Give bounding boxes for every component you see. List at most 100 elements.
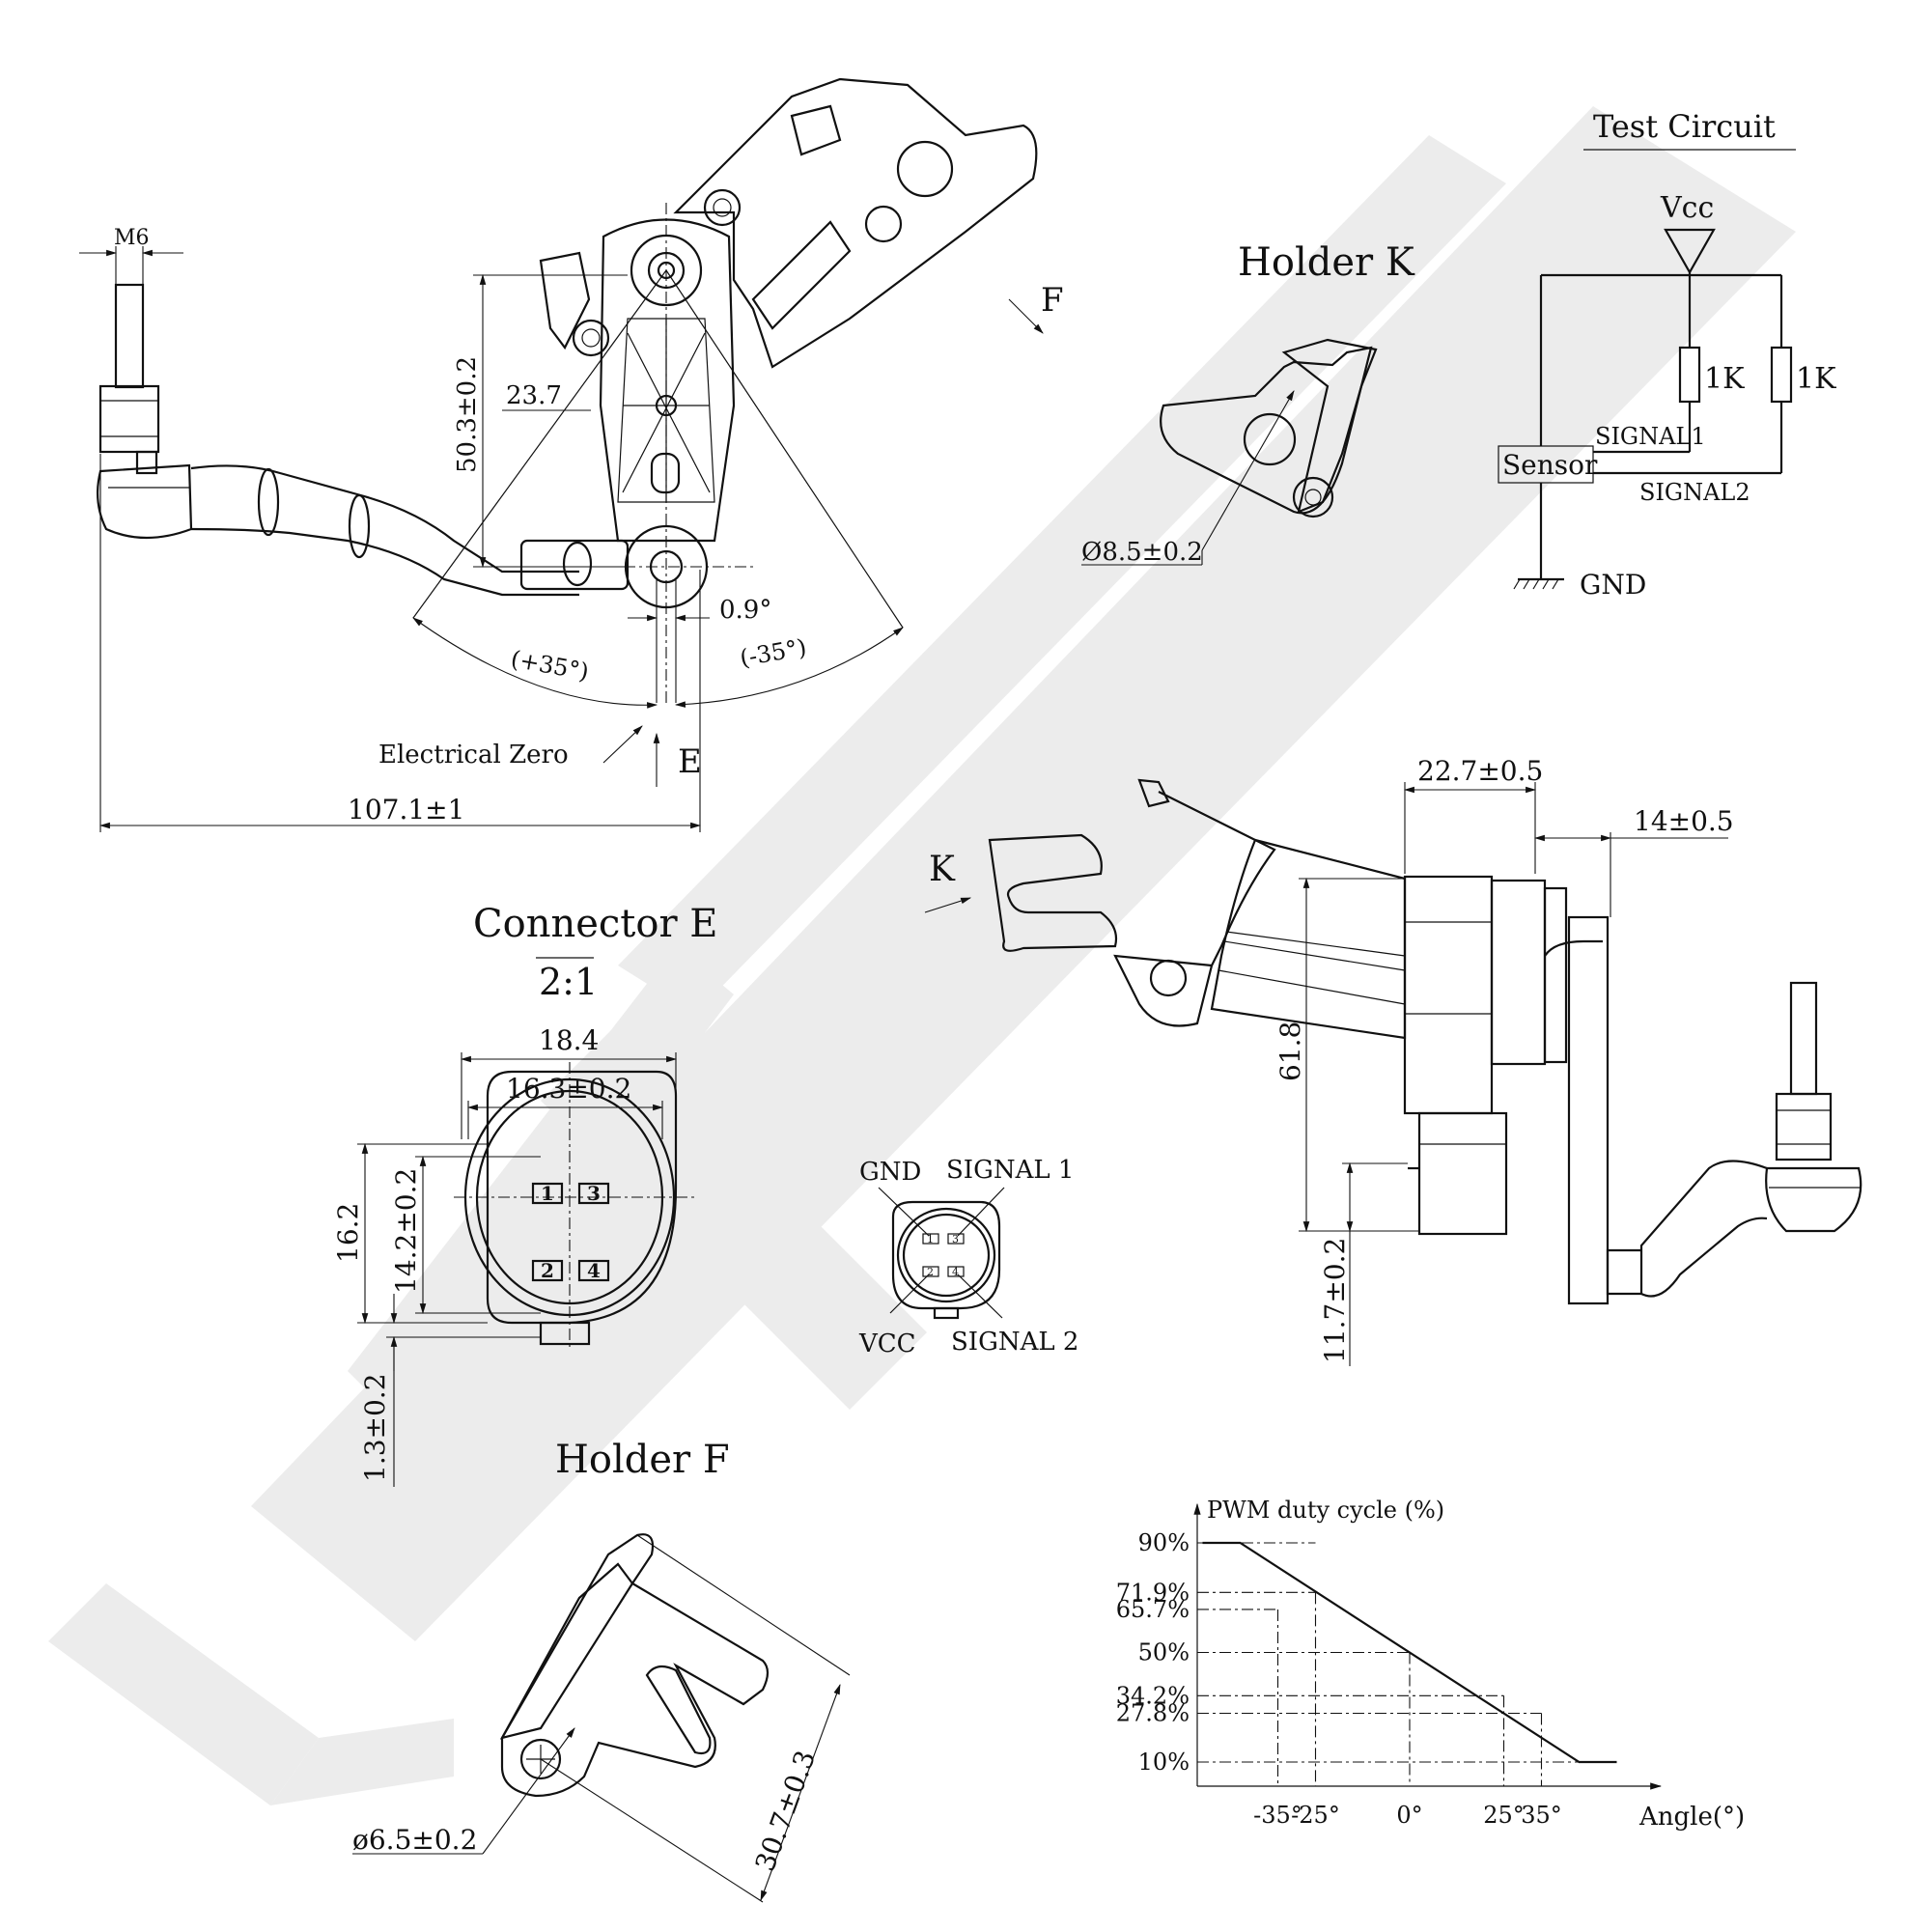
connector-outline [486, 1070, 678, 1325]
vcc-symbol [1664, 228, 1716, 275]
side-base-label: 11.7±0.2 [1319, 1238, 1351, 1363]
connector-e-title: Connector E [473, 902, 717, 946]
chart-x-tick: 25° [1483, 1802, 1525, 1829]
side-holder-plate [1567, 915, 1610, 1305]
pin-2-label: 2 [541, 1259, 554, 1282]
offset-angle-label: 0.9° [719, 596, 771, 625]
test-circuit-title: Test Circuit [1593, 108, 1776, 145]
pin-4-label: 4 [587, 1259, 601, 1282]
pwm-chart: PWM duty cycle (%) Angle(°) 90% 71.9%65.7… [1116, 1497, 1745, 1832]
pinout-signal1-label: SIGNAL 1 [946, 1156, 1074, 1185]
view-f-label: F [1041, 281, 1064, 320]
resistor-2 [1770, 346, 1793, 404]
holder-k-outline [1160, 346, 1373, 515]
holder-k-view: Holder K Ø8.5±0.2 [1081, 240, 1415, 567]
pinout-view: GND SIGNAL 1 1 3 2 4 VCC SIGNAL 2 [858, 1156, 1078, 1358]
signal2-label: SIGNAL2 [1639, 479, 1750, 506]
electrical-zero-label: Electrical Zero [378, 741, 569, 770]
side-width-label: 22.7±0.5 [1417, 755, 1543, 787]
holder-f-outline [500, 1533, 770, 1798]
chart-y-tick: 50% [1138, 1639, 1190, 1666]
ball-joint [96, 463, 193, 540]
resistor-1 [1678, 346, 1701, 404]
holder-f-length-label: 30.7±0.3 [749, 1747, 823, 1876]
holder-k-hole-label: Ø8.5±0.2 [1081, 538, 1203, 567]
side-height-label: 61.8 [1274, 1021, 1306, 1081]
connector-offset: 1.3±0.2 [359, 1373, 391, 1482]
sensor-box [1498, 445, 1594, 484]
chart-x-tick: 35° [1521, 1802, 1562, 1829]
connector-outer-width: 18.4 [539, 1024, 599, 1056]
signal1-label: SIGNAL1 [1595, 423, 1706, 450]
holder-f-title: Holder F [555, 1438, 730, 1482]
chart-y-tick: 90% [1138, 1529, 1190, 1556]
link-rod-bottom [190, 527, 579, 597]
side-sensor-block [1403, 875, 1494, 1115]
holder-bracket [673, 77, 1038, 369]
chart-x-tick: -35° [1253, 1802, 1302, 1829]
side-view: K 22.7±0.5 [924, 755, 1862, 1366]
hex-nut [98, 384, 160, 454]
view-e-label: E [678, 742, 702, 781]
pinout-gnd-label: GND [859, 1158, 921, 1187]
chart-y-tick: 65.7% [1116, 1596, 1190, 1623]
screw-right [703, 188, 742, 227]
chart-y-tick: 10% [1138, 1749, 1190, 1776]
chart-y-tick: 71.9% [1116, 1579, 1190, 1606]
bracket-hole [896, 140, 954, 198]
pinout-signal2-label: SIGNAL 2 [951, 1328, 1078, 1357]
pinout-vcc-label: VCC [858, 1329, 916, 1358]
holder-k-hole [1243, 412, 1297, 466]
connector-inner-height: 14.2±0.2 [390, 1168, 422, 1294]
sensor-arm [519, 539, 630, 591]
side-nut [1775, 1092, 1833, 1161]
side-body-diag [1210, 838, 1407, 1040]
chart-y-tick: 34.2% [1116, 1682, 1190, 1709]
connector-e-view: Connector E 2:1 1 3 2 4 18.4 16.3±0.2 [332, 902, 717, 1487]
connector-outer-height: 16.2 [332, 1203, 364, 1263]
screw-left [572, 319, 610, 357]
pinout-pin-2: 2 [927, 1266, 934, 1278]
side-stud [1789, 981, 1818, 1096]
test-circuit: Test Circuit Vcc 1K 1K SIGNAL1 SIGNAL2 S… [1498, 108, 1836, 601]
pinout-pin-1: 1 [927, 1233, 934, 1245]
pinout-pin-3: 3 [952, 1233, 959, 1245]
vcc-label: Vcc [1660, 191, 1714, 225]
holder-tab [539, 251, 591, 350]
main-view: 50.3±0.2 23.7 (+35°) (-35°) 0.9° Electri… [79, 77, 1064, 832]
length-dim-label: 107.1±1 [348, 794, 464, 826]
connector-inner-width: 16.3±0.2 [506, 1073, 631, 1105]
pinout-pin-4: 4 [952, 1266, 959, 1278]
height-dim-label: 50.3±0.2 [453, 356, 482, 473]
angle-neg-label: (-35°) [738, 633, 808, 672]
holder-k-title: Holder K [1238, 240, 1415, 285]
chart-ylabel: PWM duty cycle (%) [1207, 1497, 1444, 1524]
arm-dim-label: 23.7 [506, 381, 562, 410]
chart-x-tick: -25° [1291, 1802, 1340, 1829]
chart-y-tick: 27.8% [1116, 1699, 1190, 1726]
connector-pins: 1 3 2 4 [531, 1182, 610, 1282]
holder-f-hole [519, 1738, 562, 1780]
side-holder-clip [988, 833, 1118, 952]
pin-1-label: 1 [541, 1182, 554, 1205]
chart-xlabel: Angle(°) [1638, 1803, 1745, 1832]
sensor-label: Sensor [1502, 449, 1598, 481]
resistor-1-label: 1K [1704, 362, 1745, 396]
threaded-stud [114, 283, 145, 389]
resistor-2-label: 1K [1796, 362, 1836, 396]
connector-e-scale: 2:1 [539, 961, 598, 1003]
watermark-logo [48, 106, 1796, 1805]
holder-f-slot [645, 1665, 712, 1755]
chart-series-line [1202, 1541, 1617, 1764]
side-connector-body [1417, 1111, 1508, 1236]
side-connector [1490, 879, 1547, 1066]
sensor-body [599, 218, 736, 543]
link-rod-top [190, 464, 579, 574]
view-k-label: K [929, 850, 956, 889]
side-depth-label: 14±0.5 [1634, 805, 1734, 837]
chart-x-tick: 0° [1396, 1802, 1422, 1829]
gnd-label: GND [1580, 569, 1646, 601]
holder-f-hole-label: ø6.5±0.2 [352, 1824, 477, 1856]
pin-3-label: 3 [587, 1182, 601, 1205]
